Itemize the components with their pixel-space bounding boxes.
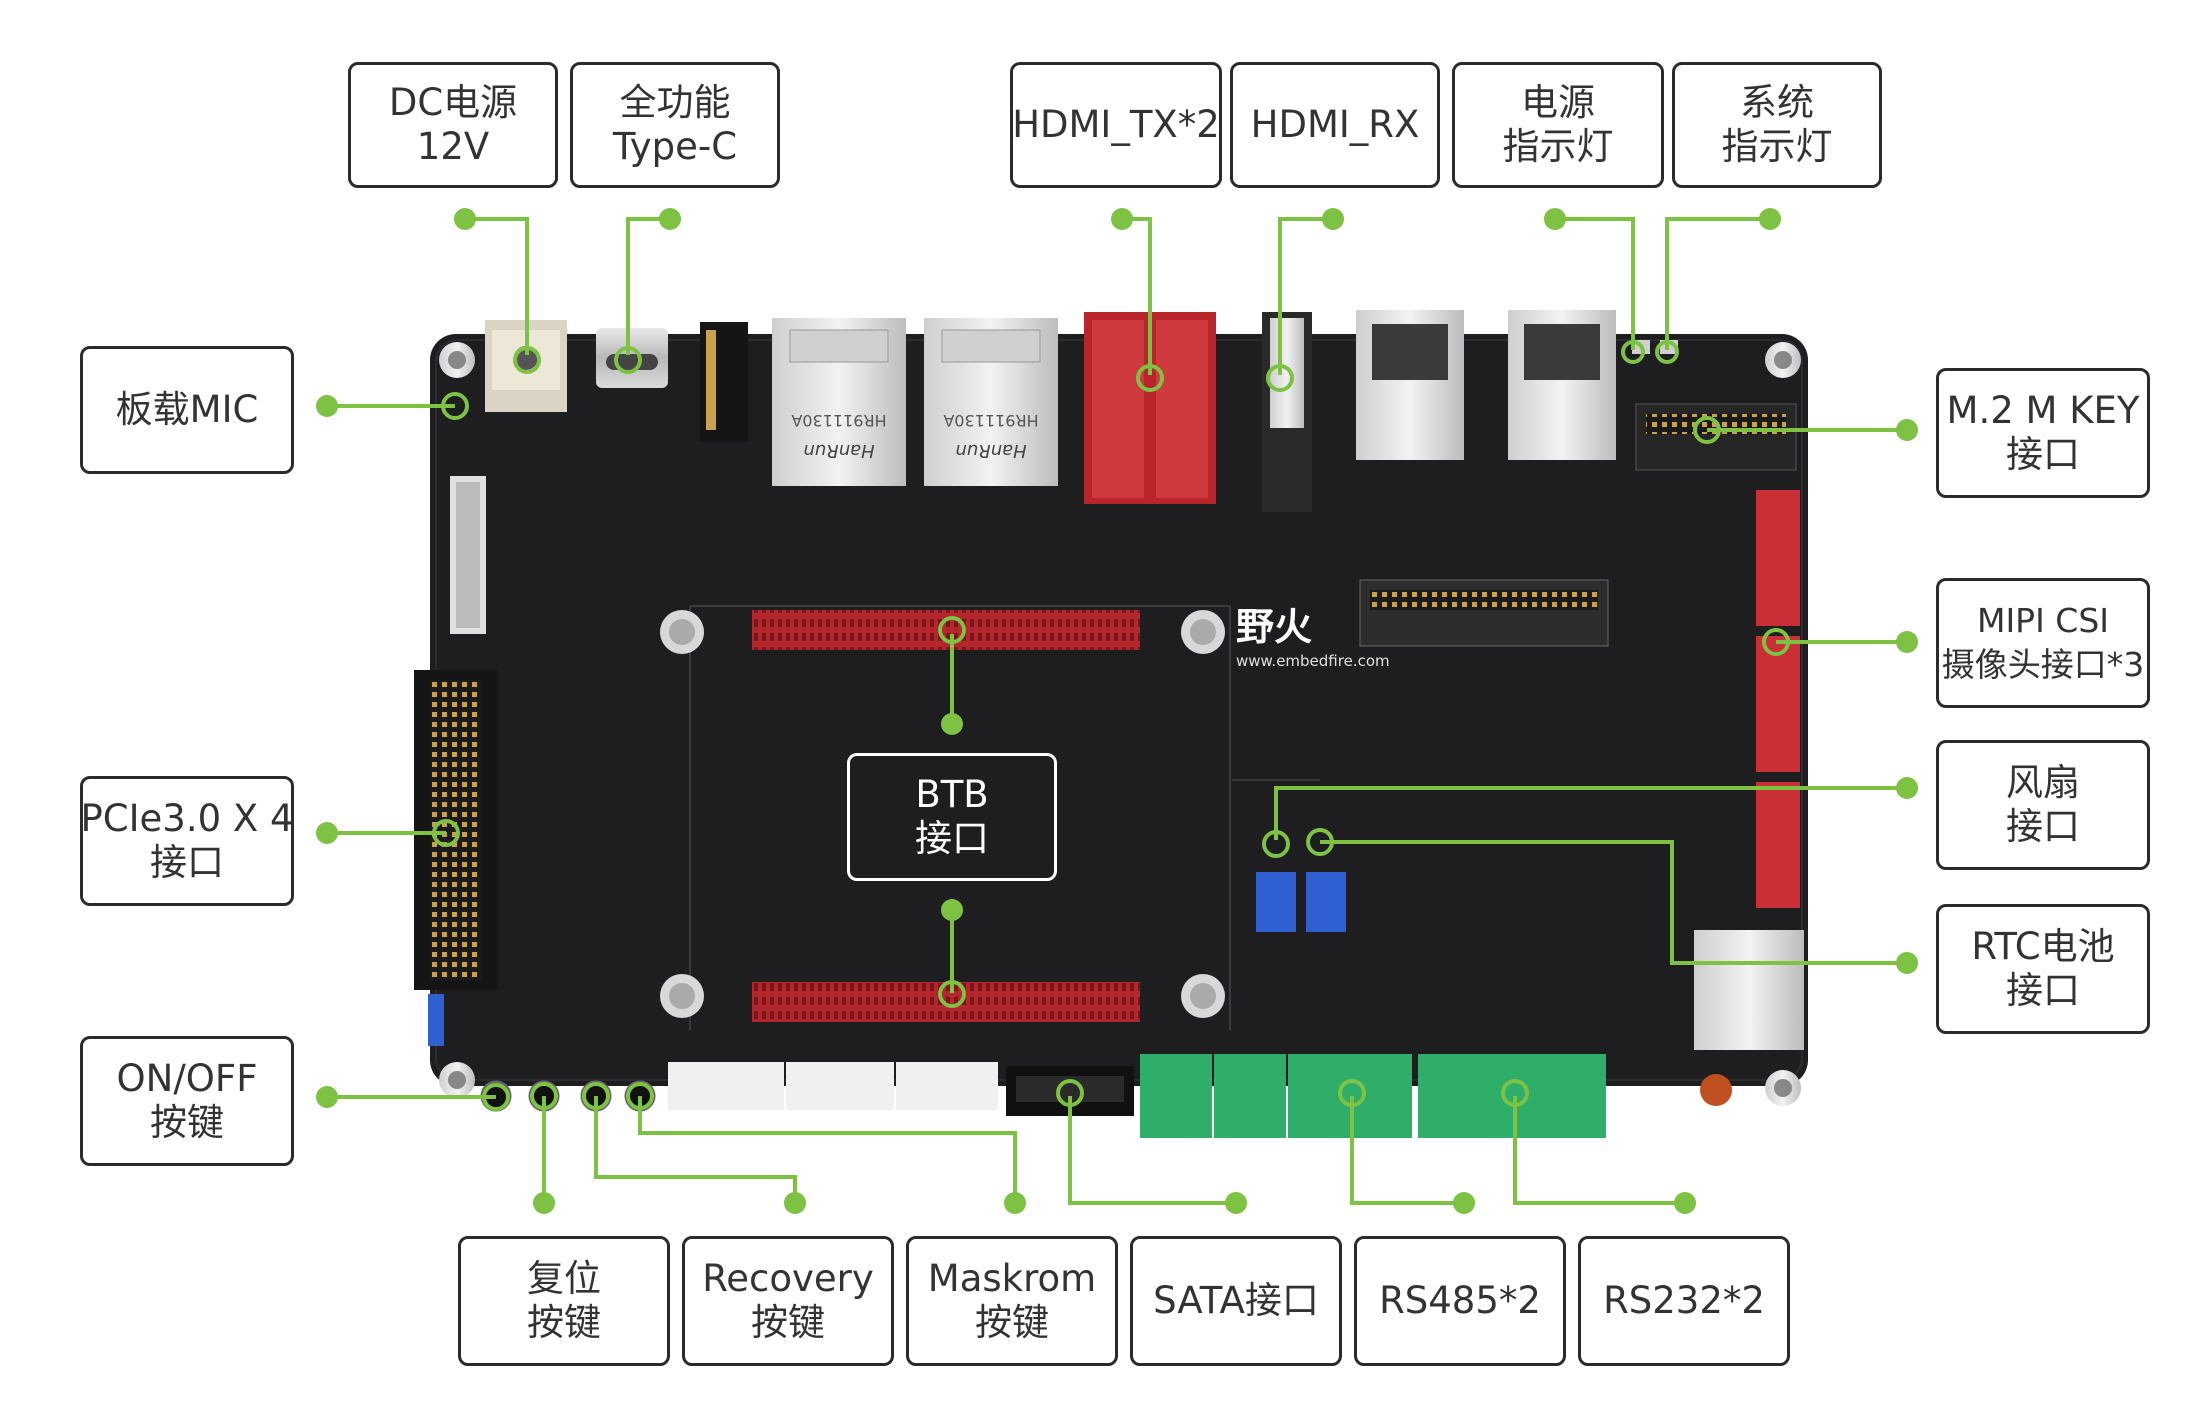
audio-jack (700, 322, 748, 442)
svg-text:HanRun: HanRun (955, 440, 1026, 461)
label-typec: 全功能 Type-C (570, 62, 780, 188)
callout-target-rings (432, 340, 1790, 1111)
label-rs232: RS232*2 (1578, 1236, 1790, 1366)
orange-led (1700, 1074, 1732, 1106)
label-hdmi-rx: HDMI_RX (1230, 62, 1440, 188)
label-recovery-line2: 按键 (751, 1301, 825, 1344)
label-fan-line1: 风扇 (2006, 761, 2080, 804)
label-mipi-csi-line1: MIPI CSI (1976, 601, 2110, 640)
label-pcie: PCIe3.0 X 4 接口 (80, 776, 294, 906)
terminal-blocks (1140, 1054, 1606, 1138)
label-system-led-line1: 系统 (1740, 81, 1814, 124)
svg-text:野火: 野火 (1236, 605, 1312, 649)
brand-logo: 野火 www.embedfire.com (1236, 605, 1390, 670)
label-recovery: Recovery 按键 (682, 1236, 894, 1366)
mipi-dsi-connector (450, 476, 486, 634)
label-mipi-csi-line2: 摄像头接口*3 (1941, 645, 2145, 684)
svg-text:HanRun: HanRun (803, 440, 874, 461)
label-dc-power-line1: DC电源 (388, 81, 518, 124)
bottom-headers (668, 1062, 998, 1110)
label-dc-power-line2: 12V (416, 125, 490, 168)
callout-end-dots (316, 208, 1918, 1214)
label-m2: M.2 M KEY 接口 (1936, 368, 2150, 498)
label-power-led-line2: 指示灯 (1502, 125, 1614, 168)
label-rs232-line1: RS232*2 (1603, 1279, 1765, 1322)
label-rtc-line1: RTC电池 (1971, 925, 2115, 968)
label-fan-line2: 接口 (2006, 805, 2080, 848)
hdmi-tx-ports (1084, 312, 1216, 504)
label-btb-line1: BTB (915, 773, 989, 816)
label-typec-line2: Type-C (612, 125, 738, 168)
callout-lines (327, 217, 1907, 1205)
label-power-led: 电源 指示灯 (1452, 62, 1664, 188)
label-sata: SATA接口 (1130, 1236, 1342, 1366)
label-dc-power: DC电源 12V (348, 62, 558, 188)
mounting-holes (439, 342, 1801, 1106)
label-m2-line1: M.2 M KEY (1946, 389, 2140, 432)
label-maskrom-line2: 按键 (975, 1301, 1049, 1344)
label-mic: 板载MIC (80, 346, 294, 474)
label-reset-line1: 复位 (527, 1257, 601, 1300)
btb-connectors (752, 610, 1140, 1022)
jumpers (428, 872, 1346, 1046)
label-onoff: ON/OFF 按键 (80, 1036, 294, 1166)
label-reset: 复位 按键 (458, 1236, 670, 1366)
hdmi-rx-port (1262, 312, 1312, 512)
label-rtc-line2: 接口 (2006, 969, 2080, 1012)
sd-slot (1694, 930, 1804, 1050)
label-mipi-csi: MIPI CSI 摄像头接口*3 (1936, 578, 2150, 708)
label-rs485-line1: RS485*2 (1379, 1279, 1541, 1322)
label-rs485: RS485*2 (1354, 1236, 1566, 1366)
label-onoff-line1: ON/OFF (116, 1057, 258, 1100)
label-typec-line1: 全功能 (619, 81, 731, 124)
csi-connectors (1756, 490, 1800, 908)
label-system-led-line2: 指示灯 (1721, 125, 1833, 168)
label-onoff-line2: 按键 (150, 1101, 224, 1144)
label-hdmi-rx-line1: HDMI_RX (1250, 103, 1420, 146)
ethernet-jacks: HR911130A HanRun HR911130A HanRun (772, 318, 1058, 486)
label-pcie-line2: 接口 (150, 841, 224, 884)
label-system-led: 系统 指示灯 (1672, 62, 1882, 188)
usb-ports (1356, 310, 1616, 460)
label-recovery-line1: Recovery (702, 1257, 874, 1300)
label-reset-line2: 按键 (527, 1301, 601, 1344)
label-fan: 风扇 接口 (1936, 740, 2150, 870)
label-power-led-line1: 电源 (1521, 81, 1595, 124)
label-mic-line1: 板载MIC (115, 388, 259, 431)
label-maskrom: Maskrom 按键 (906, 1236, 1118, 1366)
label-hdmi-tx-line1: HDMI_TX*2 (1012, 103, 1220, 146)
label-sata-line1: SATA接口 (1153, 1279, 1319, 1322)
label-btb: BTB 接口 (847, 753, 1057, 881)
label-pcie-line1: PCIe3.0 X 4 (80, 797, 294, 840)
dc-jack (485, 320, 567, 412)
label-hdmi-tx: HDMI_TX*2 (1010, 62, 1222, 188)
label-m2-line2: 接口 (2006, 433, 2080, 476)
mini-pcie-slot (1359, 579, 1609, 647)
label-maskrom-line1: Maskrom (927, 1257, 1097, 1300)
svg-text:www.embedfire.com: www.embedfire.com (1236, 652, 1390, 670)
svg-text:HR911130A: HR911130A (791, 411, 886, 430)
svg-text:HR911130A: HR911130A (943, 411, 1038, 430)
typec-port (596, 328, 668, 388)
label-btb-line2: 接口 (915, 817, 989, 860)
label-rtc: RTC电池 接口 (1936, 904, 2150, 1034)
